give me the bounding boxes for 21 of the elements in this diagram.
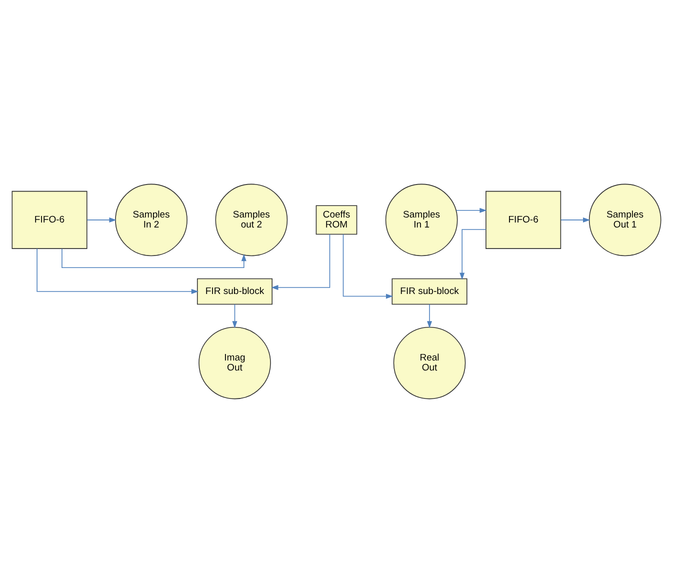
node-circle: Real Out xyxy=(393,326,466,399)
node-box: FIFO-6 xyxy=(486,190,562,248)
arrow xyxy=(36,248,199,294)
node-box: FIR sub-block xyxy=(392,278,468,304)
arrow xyxy=(427,303,432,328)
node-circle: Samples In 1 xyxy=(385,183,458,256)
arrow xyxy=(460,228,486,280)
node-box: FIFO-6 xyxy=(12,190,88,248)
arrow xyxy=(342,233,394,298)
node-circle: Imag Out xyxy=(198,326,271,399)
arrow xyxy=(456,207,487,212)
node-box: Coeffs ROM xyxy=(316,204,358,234)
node-circle: Samples In 2 xyxy=(115,183,188,256)
arrow xyxy=(560,216,590,222)
arrow xyxy=(62,248,246,268)
arrow xyxy=(232,303,238,328)
arrow xyxy=(271,233,330,290)
node-circle: Samples out 2 xyxy=(215,183,288,256)
node-box: FIR sub-block xyxy=(196,278,272,304)
arrow xyxy=(86,216,116,222)
node-circle: Samples Out 1 xyxy=(588,183,662,256)
